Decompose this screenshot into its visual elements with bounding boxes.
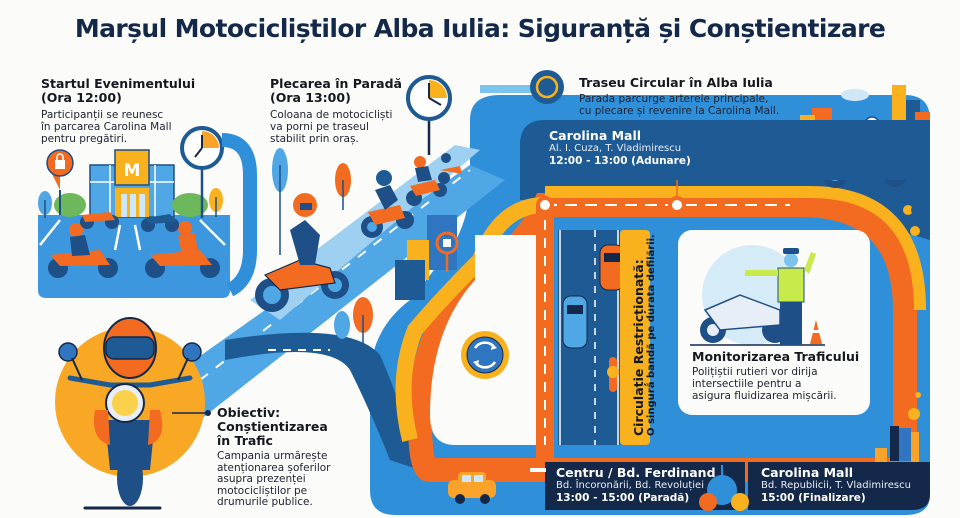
- monitoring-heading: Monitorizarea Traficului: [692, 349, 860, 364]
- departure-heading-line2: (Ora 13:00): [270, 90, 351, 105]
- objective-body-line1: Campania urmărește: [217, 450, 328, 462]
- page-title: Marșul Motocicliștilor Alba Iulia: Sigur…: [74, 14, 886, 43]
- roundabout-icon: [461, 331, 509, 379]
- route-heading: Traseu Circular în Alba Iulia: [579, 75, 773, 90]
- buildings-center: [395, 215, 457, 300]
- monitoring-body: Polițiștii rutieri vor dirija intersecti…: [692, 366, 859, 402]
- objective-body: Campania urmărește atenționarea șoferilo…: [217, 450, 331, 509]
- stop-card-3-bg: [748, 462, 930, 510]
- restricted-band: [620, 230, 650, 445]
- objective-body-line3: asupra prezenței: [217, 473, 306, 485]
- motorcycle-icon-2: [361, 170, 414, 238]
- route-connector-top: [221, 133, 257, 297]
- objective-body-line2: atenționarea șoferilor: [217, 461, 331, 474]
- departure-body-line1: Coloana de motocicliști: [270, 109, 393, 121]
- route-body-line1: Parada parcurge arterele principale,: [579, 93, 769, 105]
- skyline-bottom-right: [875, 392, 921, 462]
- stop-3-name: Carolina Mall: [761, 465, 854, 480]
- route-body-line2: cu plecare și revenire la Carolina Mall.: [579, 105, 780, 117]
- monitoring-section: Monitorizarea Traficului Polițiștii ruti…: [692, 349, 860, 403]
- stop-card-2: Centru / Bd. Ferdinand Bd. Încoronării, …: [556, 465, 716, 505]
- balloon-decoration: [699, 465, 749, 511]
- restricted-body: O singură bandă pe durata defilării.: [646, 234, 657, 436]
- objective-heading-line1: Obiectiv:: [217, 405, 281, 420]
- departure-section: Plecarea în Paradă (Ora 13:00) Coloana d…: [270, 76, 402, 146]
- restricted-section: Circulație Restricționată: O singură ban…: [631, 234, 657, 436]
- car-bottom: [448, 472, 496, 504]
- motorcycle-icon-lead: [255, 193, 349, 312]
- start-heading-line2: (Ora 12:00): [41, 90, 122, 105]
- start-body: Participanții se reunesc în parcarea Car…: [41, 109, 195, 145]
- mall-building: [54, 149, 208, 218]
- objective-body-line5: drumurile publice.: [217, 496, 313, 508]
- stop-3-streets: Bd. Republicii, T. Vladimirescu: [761, 480, 911, 491]
- police-motorcycle-icon: [700, 294, 788, 343]
- location-pin-icon: [435, 231, 459, 272]
- route-section: Traseu Circular în Alba Iulia Parada par…: [579, 75, 779, 118]
- stop-3-time: 15:00 (Finalizare): [761, 492, 866, 504]
- motorcycle-icon-front: [55, 317, 205, 510]
- departure-body: Coloana de motocicliști va porni pe tras…: [270, 109, 402, 145]
- motorcycle-icon-3: [406, 156, 447, 206]
- departure-heading-line1: Plecarea în Paradă: [270, 76, 402, 91]
- objective-section: Obiectiv: Conștientizarea în Trafic Camp…: [217, 406, 330, 509]
- start-body-line1: Participanții se reunesc: [41, 109, 164, 121]
- stop-2-streets: Bd. Încoronării, Bd. Revoluției: [556, 480, 704, 491]
- start-body-line2: în parcarea Carolina Mall: [41, 121, 172, 133]
- monitoring-body-line2: intersectiile pentru a: [692, 378, 802, 390]
- heart-decoration: [903, 205, 921, 236]
- mall-sign-letter: M: [124, 161, 141, 181]
- start-body-line3: pentru pregătiri.: [41, 133, 128, 145]
- start-section: Startul Evenimentului (Ora 12:00) Partic…: [41, 76, 196, 146]
- winding-road: [225, 332, 420, 470]
- stop-card-3: Carolina Mall Bd. Republicii, T. Vladimi…: [761, 465, 911, 505]
- monitoring-body-line1: Polițiștii rutieri vor dirija: [692, 366, 818, 378]
- route-loop-yellow: [545, 186, 926, 311]
- stop-card-1: Carolina Mall Al. I. Cuza, T. Vladimires…: [549, 128, 691, 168]
- departure-body-line2: va porni pe traseul: [270, 121, 369, 133]
- objective-heading-line3: în Trafic: [217, 433, 273, 448]
- objective-body-line4: motocicliștilor pe: [217, 484, 308, 497]
- route-stop-marker-1: [536, 196, 554, 214]
- departure-body-line3: stabilit prin oraș.: [270, 133, 359, 145]
- ring-marker-icon: [480, 70, 564, 104]
- clock-icon-start: [180, 126, 224, 218]
- motorcycles-parking: [48, 212, 220, 278]
- stop-2-name: Centru / Bd. Ferdinand: [556, 465, 716, 480]
- restricted-heading: Circulație Restricționată:: [631, 259, 646, 436]
- shopping-bag-pin-icon: [46, 149, 74, 215]
- trees-parade: [272, 148, 373, 345]
- monitoring-body-line3: asigura fluidizarea mișcării.: [692, 390, 837, 402]
- clock-icon-departure: [406, 75, 452, 155]
- stop-1-name: Carolina Mall: [549, 128, 642, 143]
- car-blue: [562, 295, 588, 349]
- route-stop-marker-2: [668, 196, 686, 214]
- trees-left: [38, 188, 223, 218]
- start-heading-line1: Startul Evenimentului: [41, 76, 196, 91]
- traffic-cone-icon: [810, 320, 822, 344]
- stop-card-1-bg: [520, 120, 930, 180]
- motorcycle-icon-4: [438, 153, 462, 184]
- stop-1-streets: Al. I. Cuza, T. Vladimirescu: [549, 143, 682, 154]
- stop-1-time: 12:00 - 13:00 (Adunare): [549, 155, 691, 167]
- parking-lines: [39, 219, 226, 251]
- route-loop-yellow-left: [395, 197, 546, 442]
- motorcycle-lane: [607, 357, 619, 392]
- stop-2-time: 13:00 - 15:00 (Paradă): [556, 492, 690, 504]
- objective-heading-line2: Conștientizarea: [217, 419, 328, 434]
- route-body: Parada parcurge arterele principale, cu …: [579, 93, 779, 117]
- police-officer-icon: [745, 248, 816, 345]
